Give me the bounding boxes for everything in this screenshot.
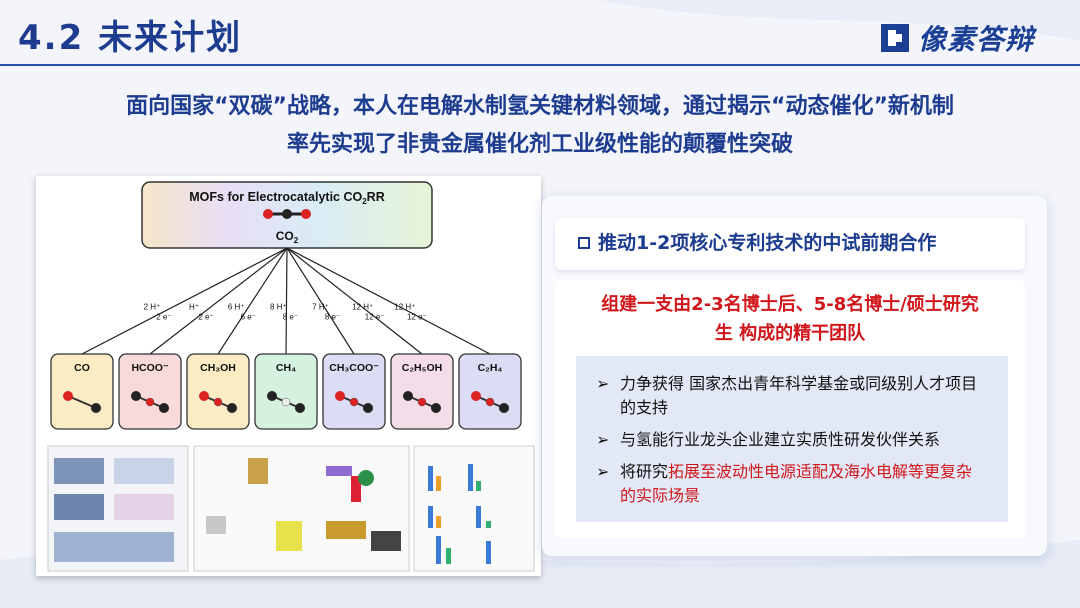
product-molecule: [131, 391, 169, 413]
goal-text-3-prefix: 将研究: [620, 462, 669, 481]
checkbox-square-icon: [578, 237, 590, 249]
reaction-edge: [81, 247, 288, 355]
panel-charts: [413, 445, 535, 572]
logo: 像素答辩: [880, 18, 1034, 58]
reaction-edge: [286, 247, 423, 355]
arrow-bullet-icon: ➢: [596, 374, 610, 393]
edge-label-electrons: 2 e⁻: [156, 313, 171, 322]
edge-label-protons: 8 H⁺: [270, 303, 287, 312]
product-molecule: [335, 391, 373, 413]
plan-title: 推动1-2项核心专利技术的中试前期合作: [598, 232, 937, 254]
co2rr-diagram: MOFs for Electrocatalytic CO2RR CO2 2 H⁺…: [47, 181, 535, 572]
goal-text-1: 力争获得 国家杰出青年科学基金或同级别人才项目的支持: [620, 374, 978, 417]
edge-label-protons: 12 H⁺: [352, 303, 373, 312]
logo-text: 像素答辩: [918, 23, 1035, 56]
headline-line-1: 面向国家“双碳”战略，本人在电解水制氢关键材料领域，通过揭示“动态催化”新机制: [126, 94, 954, 119]
experiment-panels: [47, 445, 535, 572]
edge-label-electrons: 12 e⁻: [365, 313, 385, 322]
product-molecule: [63, 391, 101, 413]
product-boxes: CO HCOO⁻ CH₃OH CH₄ CH₃COO⁻ C₂H₅OH C₂H₄: [50, 353, 522, 430]
product-label: CH₃OH: [200, 362, 236, 374]
product-molecule: [267, 391, 305, 413]
product-label: C₂H₅OH: [402, 362, 442, 374]
edge-label-protons: 12 H⁺: [394, 303, 415, 312]
goal-text-3-highlight: 拓展至波动性电源适配及海水电解等更复杂的实际场景: [620, 462, 973, 505]
edge-label-protons: 7 H⁺: [312, 303, 329, 312]
reaction-edge: [286, 247, 355, 355]
reaction-edge: [149, 247, 288, 355]
goal-text-3: 将研究拓展至波动性电源适配及海水电解等更复杂的实际场景: [598, 460, 988, 508]
logo-icon: [881, 24, 909, 52]
product-label: CH₄: [276, 362, 296, 374]
edge-label-electrons: 2 e⁻: [198, 313, 213, 322]
co2-molecule: [263, 209, 311, 219]
co2rr-figure: MOFs for Electrocatalytic CO2RR CO2 2 H⁺…: [36, 176, 541, 576]
edge-label-electrons: 6 e⁻: [241, 313, 256, 322]
co2rr-title: MOFs for Electrocatalytic CO2RR: [189, 190, 384, 206]
edge-label-protons: 2 H⁺: [144, 303, 161, 312]
arrow-bullet-icon: ➢: [596, 430, 610, 449]
title-divider: [0, 64, 1080, 66]
edge-label-protons: 6 H⁺: [228, 303, 245, 312]
reaction-edge: [286, 247, 491, 355]
reaction-edge: [217, 247, 288, 355]
product-label: CH₃COO⁻: [329, 362, 379, 374]
edge-label-electrons: 8 e⁻: [325, 313, 340, 322]
product-label: HCOO⁻: [131, 362, 169, 374]
product-label: C₂H₄: [478, 362, 503, 374]
goal-text-2: 与氢能行业龙头企业建立实质性研发伙伴关系: [620, 430, 941, 449]
co2-label: CO2: [276, 229, 299, 245]
product-molecule: [471, 391, 509, 413]
team-line-1: 组建一支由2-3名博士后、5-8名博士/硕士研究: [601, 294, 979, 315]
goal-item-3: ➢ 将研究拓展至波动性电源适配及海水电解等更复杂的实际场景: [596, 460, 988, 508]
team-line-2: 生 构成的精干团队: [714, 323, 866, 344]
edge-label-protons: H⁺: [189, 303, 199, 312]
headline-line-2: 率先实现了非贵金属催化剂工业级性能的颠覆性突破: [286, 132, 793, 157]
page-title: 4.2 未来计划: [18, 18, 243, 58]
reaction-edge: [285, 247, 288, 355]
goal-item-2: ➢ 与氢能行业龙头企业建立实质性研发伙伴关系: [596, 428, 988, 452]
edge-label-electrons: 8 e⁻: [283, 313, 298, 322]
team-description: 组建一支由2-3名博士后、5-8名博士/硕士研究 生 构成的精干团队: [575, 290, 1005, 348]
plan-title-card: [555, 218, 1025, 270]
arrow-bullet-icon: ➢: [596, 462, 610, 481]
goals-box: [576, 356, 1008, 522]
product-molecule: [199, 391, 237, 413]
edge-label-electrons: 12 e⁻: [407, 313, 427, 322]
product-molecule: [403, 391, 441, 413]
reaction-edges: 2 H⁺2 e⁻H⁺2 e⁻6 H⁺6 e⁻8 H⁺8 e⁻7 H⁺8 e⁻12…: [81, 247, 491, 355]
product-label: CO: [74, 362, 90, 374]
goal-item-1: ➢ 力争获得 国家杰出青年科学基金或同级别人才项目的支持: [596, 372, 988, 420]
panel-synthesis: [193, 445, 410, 572]
